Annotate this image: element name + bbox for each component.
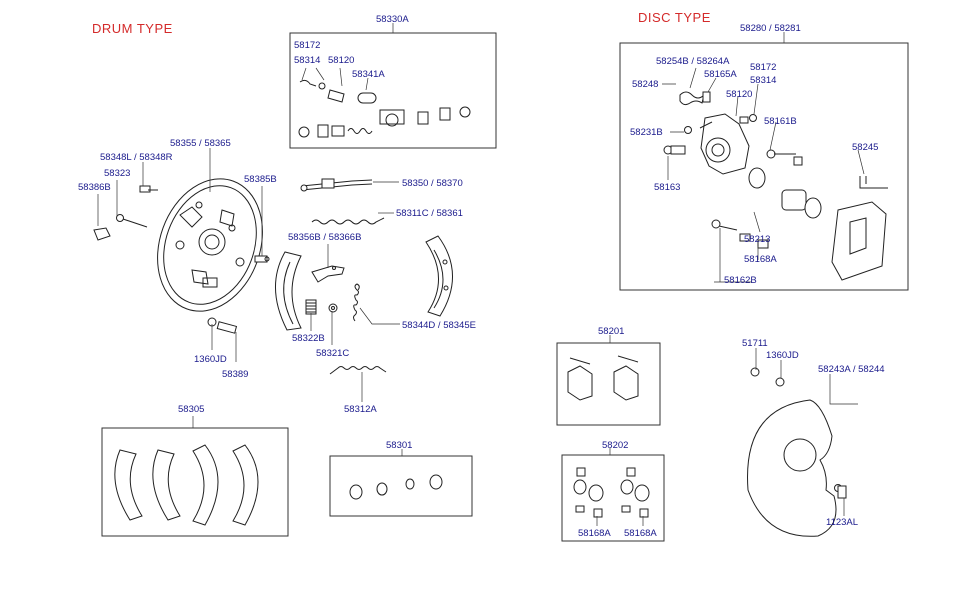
bolt-58323 [116,214,148,228]
label-58213: 58213 [744,234,770,245]
label-58330A: 58330A [376,14,409,25]
label-58385B: 58385B [244,174,277,185]
trailing-shoe [425,235,453,317]
disc-type-heading: DISC TYPE [638,10,711,25]
label-58231B: 58231B [630,127,663,138]
caliper-spring [679,91,705,106]
label-58168A-caliper: 58168A [744,254,777,265]
label-58348L-58348R: 58348L / 58348R [100,152,173,163]
label-58312A: 58312A [344,404,377,415]
caliper-kit-parts [573,467,650,518]
label-1360JD-drum: 1360JD [194,354,227,365]
label-58305: 58305 [178,404,204,415]
label-58172-disc: 58172 [750,62,776,73]
wheel-cylinder-parts [298,79,471,138]
label-58162B: 58162B [724,275,757,286]
label-58350-58370: 58350 / 58370 [402,178,463,189]
hold-down-cup [328,303,338,313]
caliper-assembly-box [619,42,909,291]
label-58323: 58323 [104,168,130,179]
label-58321C: 58321C [316,348,349,359]
label-58165A: 58165A [704,69,737,80]
label-58341A: 58341A [352,69,385,80]
label-58356B-58366B: 58356B / 58366B [288,232,361,243]
bleeder-58385B [254,255,270,263]
label-58163: 58163 [654,182,680,193]
label-58120-disc: 58120 [726,89,752,100]
caliper-piston [748,167,822,219]
plug-58386B [93,227,111,241]
caliper-body [699,113,750,175]
label-58120-drum: 58120 [328,55,354,66]
label-58172-drum: 58172 [294,40,320,51]
pad-clip [859,176,888,189]
repair-kit-parts [349,474,443,500]
drum-type-heading: DRUM TYPE [92,21,173,36]
pin-58348 [139,185,158,193]
label-58344D-58345E: 58344D / 58345E [402,320,476,331]
return-spring [353,283,360,322]
brake-shoe-kit-box [101,427,289,537]
label-58280-58281: 58280 / 58281 [740,23,801,34]
upper-spring [311,217,385,225]
repair-kit-box [329,455,473,517]
label-58168A-kit-left: 58168A [578,528,611,539]
label-1360JD-disc: 1360JD [766,350,799,361]
label-58311C-58361: 58311C / 58361 [396,208,463,219]
bolt-58389 [216,321,238,334]
label-58355-58365: 58355 / 58365 [170,138,231,149]
adjuster-screw [300,178,373,192]
lower-spring [329,366,387,375]
label-51711: 51711 [742,338,768,349]
label-1123AL: 1123AL [826,517,858,528]
label-58301: 58301 [386,440,412,451]
label-58254B-58264A: 58254B / 58264A [656,56,730,67]
caliper-bracket [831,201,887,281]
label-58168A-kit-right: 58168A [624,528,657,539]
label-58389: 58389 [222,369,248,380]
pad-kit-parts [567,355,639,401]
label-58201: 58201 [598,326,624,337]
shoe-set [114,444,259,526]
label-58202: 58202 [602,440,628,451]
label-58248: 58248 [632,79,658,90]
dust-shield [747,367,847,537]
label-58161B: 58161B [764,116,797,127]
label-58243A-58244: 58243A / 58244 [818,364,885,375]
hold-down-spring [305,299,317,315]
leading-shoe [275,251,302,331]
label-58322B: 58322B [292,333,325,344]
label-58314-disc: 58314 [750,75,776,86]
pad-kit-box [556,342,661,426]
adjusting-lever [311,265,345,283]
caliper-bolts [663,91,803,249]
backing-plate [157,178,263,312]
label-58386B: 58386B [78,182,111,193]
caliper-kit-box [561,454,665,542]
label-58314-drum: 58314 [294,55,320,66]
label-58245: 58245 [852,142,878,153]
leader-lines [97,23,865,526]
